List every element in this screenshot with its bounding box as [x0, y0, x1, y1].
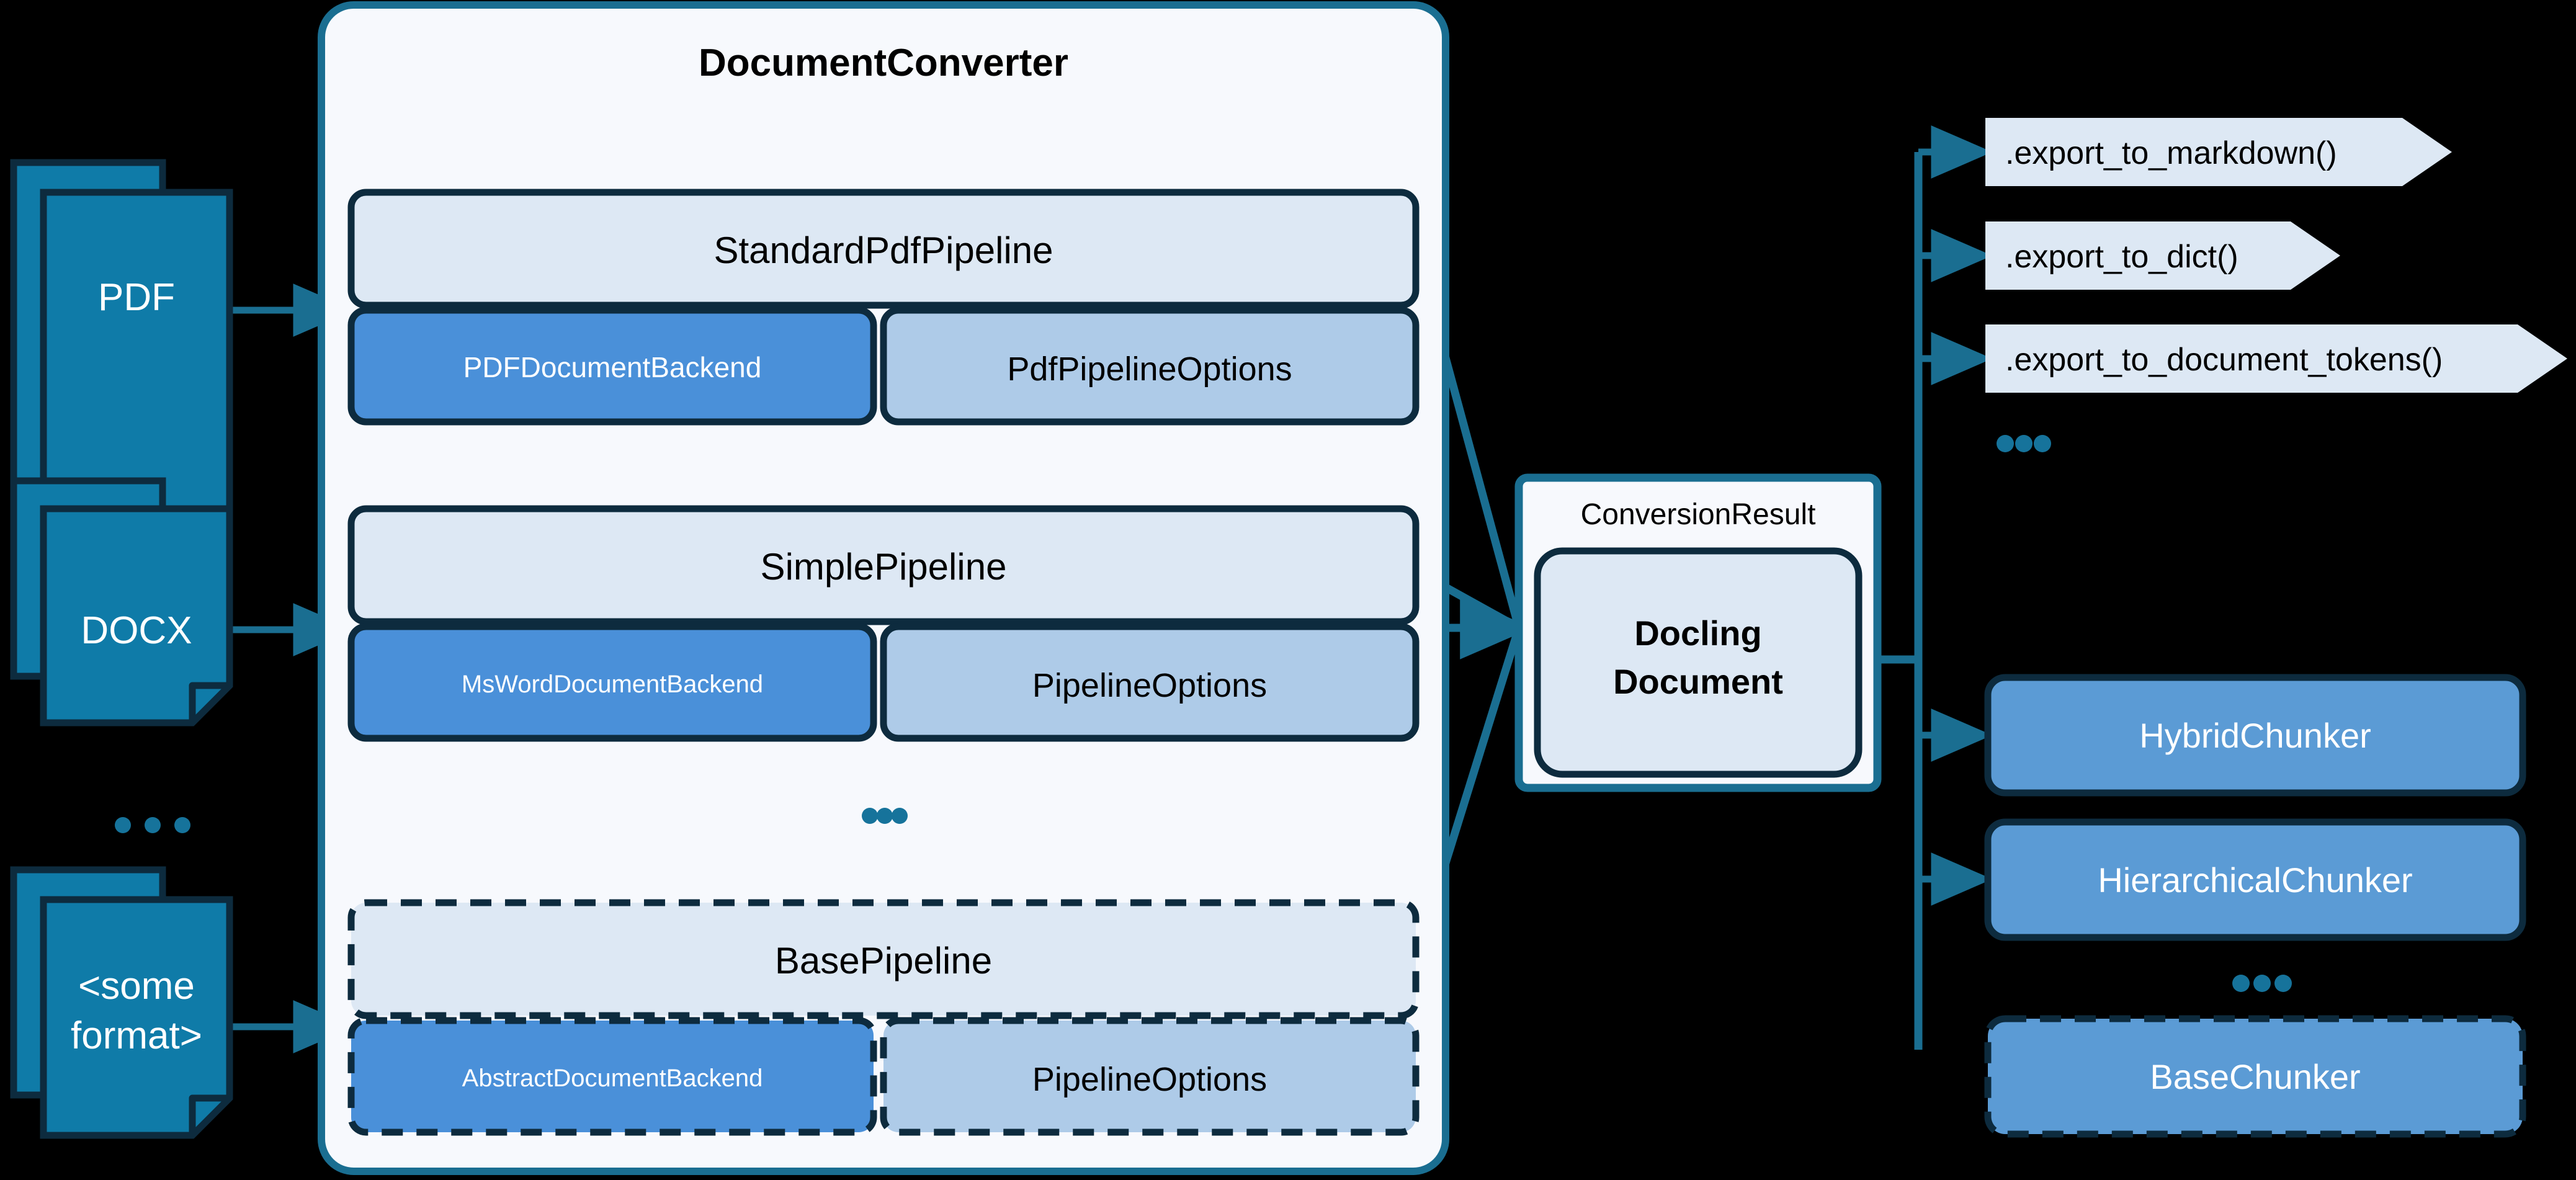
export-dict-chevron[interactable]: .export_to_dict() [1985, 221, 2340, 290]
pipeline-base-pipeline[interactable]: BasePipeline AbstractDocumentBackend Pip… [347, 899, 1420, 1136]
chunker-hybrid-chunker-label: HybridChunker [2139, 716, 2371, 755]
export-markdown-label: .export_to_markdown() [2005, 135, 2337, 171]
conversion-result-container[interactable]: ConversionResult Docling Document [1514, 473, 1882, 792]
pipeline-header-box[interactable] [347, 505, 1420, 625]
export-dict-label: .export_to_dict() [2005, 239, 2238, 275]
docling-document-label-line2: Document [1613, 662, 1783, 701]
backend-box[interactable] [347, 306, 877, 426]
chunker-base-chunker-label: BaseChunker [2150, 1057, 2360, 1096]
chunker-hierarchical-chunker-label: HierarchicalChunker [2098, 860, 2412, 900]
pipeline-simple-pipeline[interactable]: SimplePipeline MsWordDocumentBackend Pip… [347, 505, 1420, 742]
backend-box[interactable] [347, 1017, 877, 1136]
document-converter-title: DocumentConverter [699, 42, 1068, 84]
docling-document-label-line1: Docling [1634, 614, 1761, 653]
chunker-hierarchical-chunker[interactable]: HierarchicalChunker [1984, 818, 2526, 941]
chunker-base-chunker[interactable]: BaseChunker [1984, 1015, 2526, 1138]
pipeline-simple-pipeline-backend: MsWordDocumentBackend [462, 671, 763, 698]
pipeline-standard-pdf-pipeline-name: StandardPdfPipeline [713, 230, 1053, 271]
options-box[interactable] [880, 306, 1420, 426]
pipeline-base-pipeline-options: PipelineOptions [1032, 1061, 1267, 1098]
converter-ellipsis [862, 808, 908, 824]
conversion-result-label: ConversionResult [1581, 498, 1816, 531]
pipeline-header-box[interactable] [347, 189, 1420, 309]
input-document-docx[interactable]: DOCX [10, 477, 233, 726]
input-document-some-format-label-line2: format> [71, 1014, 202, 1057]
chunker-hybrid-chunker[interactable]: HybridChunker [1984, 674, 2526, 797]
input-document-some-format-label-line1: <some [78, 965, 195, 1008]
input-document-docx-label: DOCX [81, 609, 192, 652]
options-box[interactable] [880, 1017, 1420, 1136]
export-document-tokens-label: .export_to_document_tokens() [2005, 342, 2443, 378]
input-document-some-format[interactable]: <some format> [10, 866, 233, 1139]
export-document-tokens-chevron[interactable]: .export_to_document_tokens() [1985, 324, 2567, 393]
pipeline-simple-pipeline-options: PipelineOptions [1032, 667, 1267, 704]
pipeline-base-pipeline-backend: AbstractDocumentBackend [462, 1065, 763, 1092]
docling-document-box[interactable] [1534, 547, 1863, 778]
pipeline-base-pipeline-name: BasePipeline [775, 940, 992, 981]
backend-box[interactable] [347, 623, 877, 742]
pipeline-standard-pdf-pipeline-options: PdfPipelineOptions [1007, 351, 1292, 388]
input-ellipsis [115, 817, 190, 833]
input-document-pdf-label: PDF [98, 276, 175, 319]
result-to-outputs-arrows [1872, 125, 1993, 1050]
chunkers-ellipsis [2232, 975, 2292, 992]
pipeline-simple-pipeline-name: SimplePipeline [761, 546, 1007, 588]
options-box[interactable] [880, 623, 1420, 742]
pipeline-standard-pdf-pipeline-backend: PDFDocumentBackend [463, 351, 762, 383]
export-markdown-chevron[interactable]: .export_to_markdown() [1985, 118, 2452, 186]
exports-ellipsis [1997, 435, 2051, 452]
pipeline-standard-pdf-pipeline[interactable]: StandardPdfPipeline PDFDocumentBackend P… [347, 189, 1420, 426]
pipeline-header-box[interactable] [347, 899, 1420, 1019]
